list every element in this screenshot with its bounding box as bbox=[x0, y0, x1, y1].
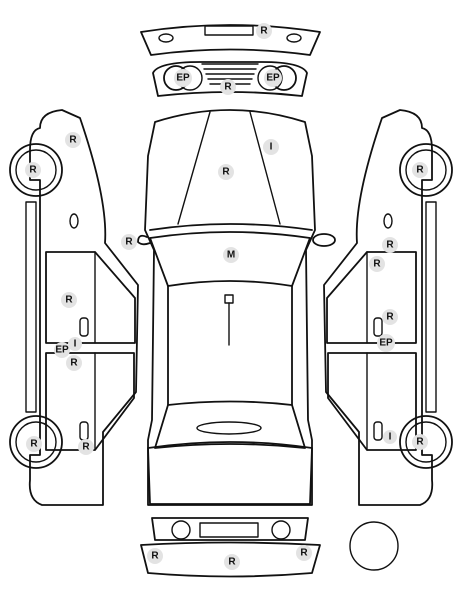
right-front-wheel[interactable] bbox=[399, 143, 453, 197]
marker-badge[interactable]: R bbox=[121, 234, 137, 250]
front-fascia[interactable] bbox=[152, 61, 308, 97]
marker-badge[interactable]: R bbox=[412, 162, 428, 178]
marker-label: R bbox=[125, 237, 133, 248]
marker-label: R bbox=[373, 259, 381, 270]
marker-badge[interactable]: R bbox=[66, 355, 82, 371]
marker-label: R bbox=[70, 358, 78, 369]
marker-label: R bbox=[224, 82, 232, 93]
marker-badge[interactable]: R bbox=[256, 23, 272, 39]
trunk[interactable] bbox=[147, 441, 313, 505]
front-bumper[interactable] bbox=[140, 24, 321, 56]
rear-fascia[interactable] bbox=[151, 517, 309, 541]
marker-badge[interactable]: R bbox=[147, 548, 163, 564]
left-front-door[interactable] bbox=[45, 251, 136, 344]
marker-label: I bbox=[270, 142, 273, 153]
mirror-right[interactable] bbox=[312, 233, 336, 247]
mirror-left[interactable] bbox=[137, 234, 151, 246]
marker-label: EP bbox=[176, 73, 190, 84]
marker-label: R bbox=[416, 437, 424, 448]
marker-label: R bbox=[82, 442, 90, 453]
marker-label: M bbox=[227, 250, 235, 261]
car-body-top[interactable] bbox=[144, 109, 316, 506]
rear-bumper[interactable] bbox=[140, 541, 321, 578]
marker-label: I bbox=[389, 432, 392, 443]
right-side-body[interactable] bbox=[323, 109, 437, 506]
marker-badge[interactable]: R bbox=[25, 162, 41, 178]
marker-badge[interactable]: R bbox=[224, 554, 240, 570]
left-side-body[interactable] bbox=[25, 109, 139, 506]
marker-label: EP bbox=[266, 73, 280, 84]
marker-label: R bbox=[386, 312, 394, 323]
marker-badge[interactable]: M bbox=[223, 247, 239, 263]
marker-label: R bbox=[416, 165, 424, 176]
marker-badge[interactable]: R bbox=[412, 434, 428, 450]
marker-label: R bbox=[65, 295, 73, 306]
hood[interactable] bbox=[149, 111, 313, 231]
marker-badge[interactable]: EP bbox=[174, 69, 192, 87]
rear-window[interactable] bbox=[154, 400, 306, 449]
marker-badge[interactable]: I bbox=[68, 337, 82, 351]
marker-badge[interactable]: R bbox=[218, 164, 234, 180]
marker-label: EP bbox=[55, 345, 69, 356]
marker-label: R bbox=[222, 167, 230, 178]
marker-label: EP bbox=[379, 338, 393, 349]
marker-label: R bbox=[228, 557, 236, 568]
right-rear-wheel[interactable] bbox=[399, 415, 453, 469]
marker-badge[interactable]: R bbox=[78, 439, 94, 455]
left-front-wheel[interactable] bbox=[9, 143, 63, 197]
marker-badge[interactable]: R bbox=[61, 292, 77, 308]
marker-label: R bbox=[69, 135, 77, 146]
right-front-door[interactable] bbox=[326, 251, 417, 344]
left-rear-wheel[interactable] bbox=[9, 415, 63, 469]
right-gas-cap[interactable] bbox=[383, 213, 393, 229]
marker-badge[interactable]: R bbox=[65, 132, 81, 148]
roof[interactable] bbox=[167, 285, 293, 406]
marker-badge[interactable]: R bbox=[296, 545, 312, 561]
marker-badge[interactable]: R bbox=[382, 309, 398, 325]
marker-label: R bbox=[30, 439, 38, 450]
marker-badge[interactable]: I bbox=[263, 139, 279, 155]
marker-label: R bbox=[260, 26, 268, 37]
marker-badge[interactable]: I bbox=[383, 430, 397, 444]
marker-badge[interactable]: EP bbox=[54, 342, 70, 358]
left-gas-cap[interactable] bbox=[69, 213, 79, 229]
left-rear-door[interactable] bbox=[45, 352, 135, 451]
marker-badge[interactable]: R bbox=[369, 256, 385, 272]
marker-label: R bbox=[29, 165, 37, 176]
spare-tire[interactable] bbox=[349, 521, 399, 571]
marker-badge[interactable]: EP bbox=[264, 69, 282, 87]
right-rear-door[interactable] bbox=[327, 352, 417, 451]
marker-label: I bbox=[74, 339, 77, 350]
marker-label: R bbox=[300, 548, 308, 559]
marker-badge[interactable]: R bbox=[382, 237, 398, 253]
marker-badge[interactable]: R bbox=[26, 436, 42, 452]
marker-badge[interactable]: R bbox=[220, 79, 236, 95]
windshield[interactable] bbox=[149, 231, 311, 287]
marker-badge[interactable]: EP bbox=[377, 334, 395, 352]
marker-label: R bbox=[151, 551, 159, 562]
marker-label: R bbox=[386, 240, 394, 251]
